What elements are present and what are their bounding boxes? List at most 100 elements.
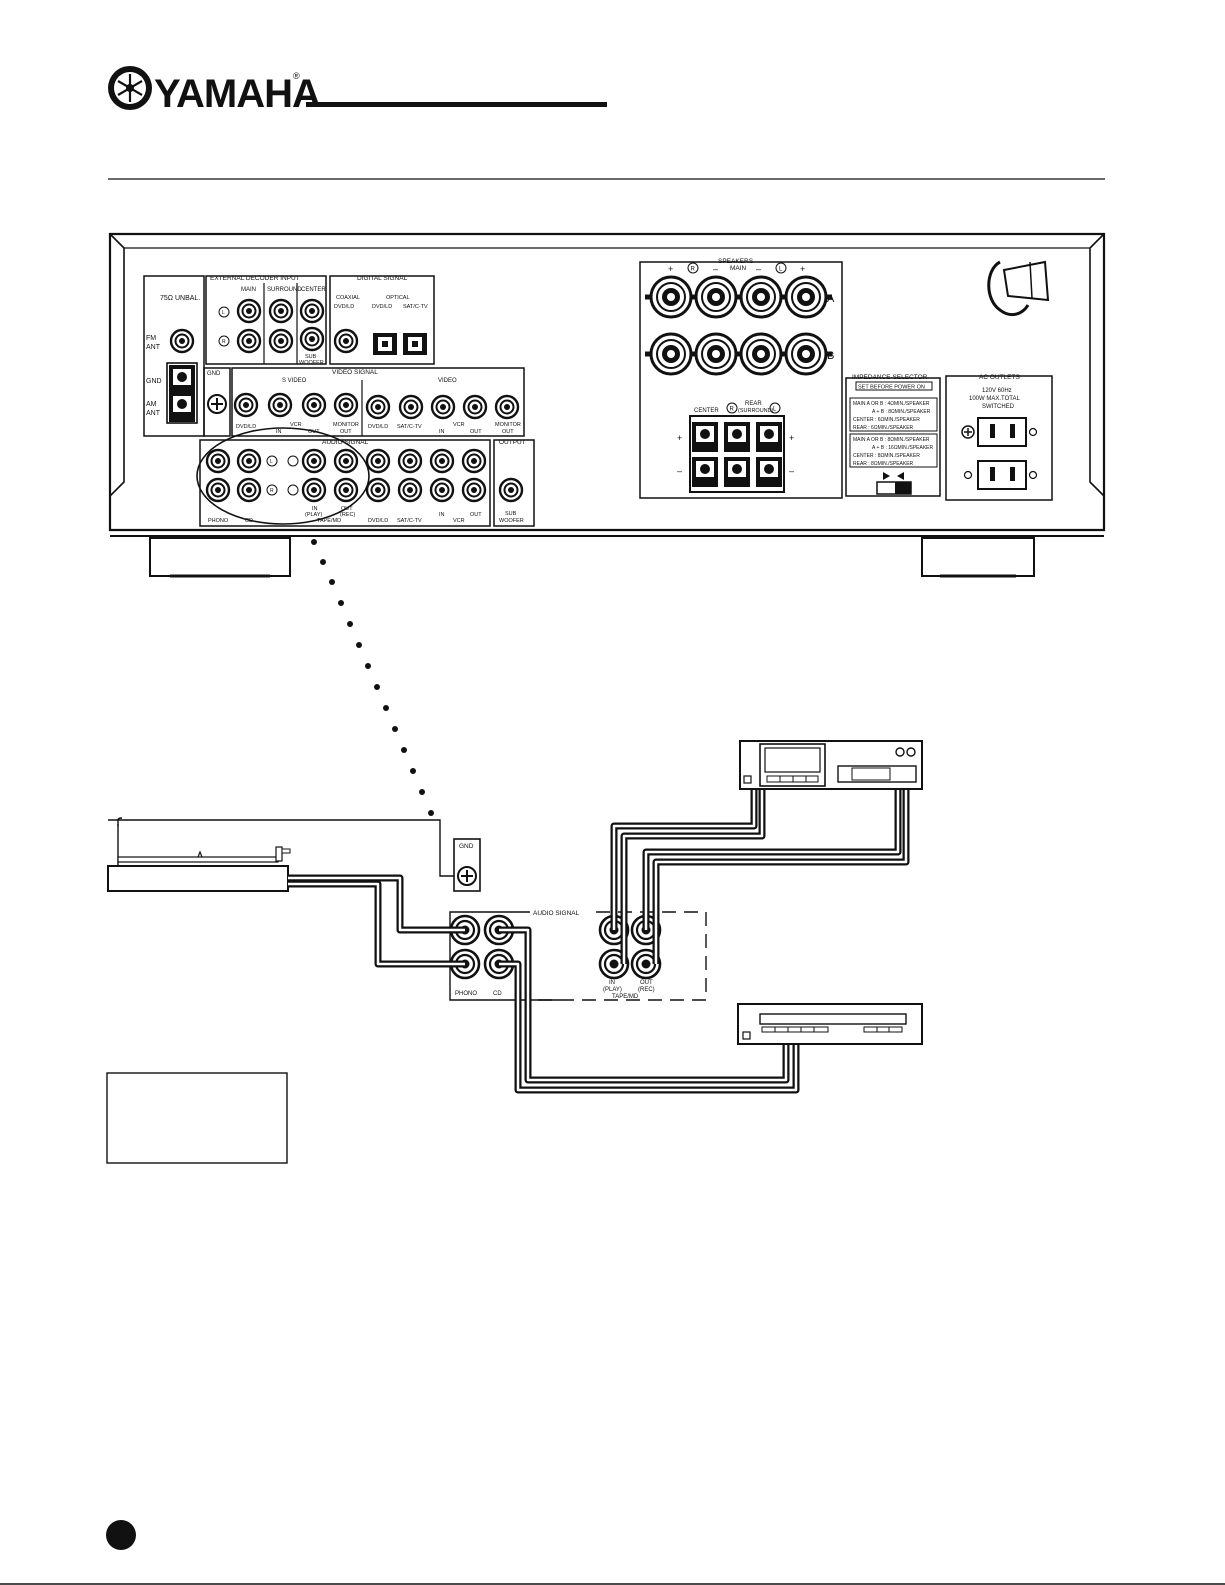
impedance-switch-icon — [876, 472, 912, 495]
conn-cd-label: CD — [493, 991, 502, 997]
v-in-label: IN — [439, 429, 445, 435]
sv-in-label: IN — [276, 429, 282, 435]
dotted-callout-line — [311, 539, 434, 816]
spk-center-label: CENTER — [694, 408, 719, 414]
audio-right-mark: R — [270, 488, 274, 494]
spk-center-minus: – — [677, 466, 682, 476]
output-woofer-label: WOOFER — [499, 518, 524, 524]
v-vcr-label: VCR — [453, 422, 465, 428]
audio-signal-closeup: AUDIO SIGNAL PHONO CD IN (PLAY) OUT (REC… — [449, 906, 707, 1001]
audio-dvd-label: DVD/LD — [368, 518, 388, 524]
conn-out-label: OUT — [640, 980, 653, 986]
conn-play-label: (PLAY) — [603, 987, 622, 993]
tuning-forks-emblem-icon — [108, 66, 152, 110]
speakers-main-label: MAIN — [730, 265, 747, 272]
foot-left — [149, 537, 291, 577]
note-box — [106, 1072, 288, 1164]
video-label: VIDEO — [438, 378, 457, 384]
ext-left-mark: L — [222, 310, 225, 316]
digital-signal-section: DIGITAL SIGNAL COAXIAL DVD/LD OPTICAL DV… — [329, 275, 435, 365]
conn-gnd-label: GND — [459, 843, 474, 850]
sv-vcr-label: VCR — [290, 422, 302, 428]
header-rule — [306, 102, 607, 107]
spk-plus-1: + — [668, 264, 673, 274]
am-ant-label: ANT — [146, 410, 161, 417]
ac-spec-2: 100W MAX.TOTAL — [969, 396, 1020, 402]
audio-phono-label: PHONO — [208, 518, 229, 524]
cd-cable — [499, 926, 800, 1094]
gnd-terminal: GND — [453, 838, 481, 892]
ac-spec-3: SWITCHED — [982, 404, 1015, 410]
v-monitor-out-label: OUT — [502, 429, 514, 435]
spk-rear-left-mark: L — [773, 407, 777, 413]
optical-jack-icon — [403, 333, 427, 355]
phono-cable — [288, 874, 465, 968]
spk-rear-plus: + — [789, 433, 794, 443]
ac-outlets: AC OUTLETS 120V 60Hz 100W MAX.TOTAL SWIT… — [945, 374, 1053, 501]
conn-audio-signal-title: AUDIO SIGNAL — [533, 910, 580, 917]
audio-sat-label: SAT/C-TV — [397, 518, 422, 524]
spk-rear-minus: – — [789, 466, 794, 476]
spk-minus-2: – — [756, 264, 761, 274]
spk-minus-1: – — [713, 264, 718, 274]
impedance-title: IMPEDANCE SELECTOR — [852, 374, 928, 381]
fm-ant-label: ANT — [146, 344, 161, 351]
audio-in-label: IN — [312, 506, 318, 512]
audio-rec-label: (REC) — [340, 512, 355, 518]
speakers-row-b: B — [827, 350, 834, 362]
audio-vcr-label: VCR — [453, 518, 465, 524]
optical-dvd-label: DVD/LD — [372, 304, 392, 310]
audio-tape-label: TAPE/MD — [317, 518, 341, 524]
turntable-icon — [107, 817, 458, 892]
power-cord-icon — [987, 260, 1050, 317]
gnd-label: GND — [146, 378, 162, 385]
speakers-row-a: A — [827, 293, 835, 305]
optical-label: OPTICAL — [386, 295, 410, 301]
ac-spec-1: 120V 60Hz — [982, 388, 1012, 394]
imp-row1a: MAIN A OR B : 4ΩMIN./SPEAKER — [853, 401, 930, 407]
imp-row2d: REAR : 8ΩMIN./SPEAKER — [853, 461, 914, 467]
video-gnd-label: GND — [207, 371, 221, 377]
antenna-terminals: 75Ω UNBAL. FM ANT GND AM ANT — [143, 275, 205, 437]
page-marker-dot — [106, 1520, 136, 1550]
audio-vcr-in-label: IN — [439, 512, 445, 518]
ext-woofer-label: WOOFER — [299, 360, 324, 366]
imp-row2c: CENTER : 8ΩMIN./SPEAKER — [853, 453, 920, 459]
impedance-selector: IMPEDANCE SELECTOR SET BEFORE POWER ON M… — [845, 374, 941, 497]
registered-mark: ® — [293, 71, 300, 81]
sv-monitor-label: MONITOR — [333, 422, 359, 428]
impedance-note: SET BEFORE POWER ON — [858, 385, 925, 391]
coaxial-label: COAXIAL — [336, 295, 360, 301]
output-section: OUTPUT SUB WOOFER — [493, 439, 535, 527]
coaxial-dvd-label: DVD/LD — [334, 304, 354, 310]
sv-monitor-out-label: OUT — [340, 429, 352, 435]
output-sub-label: SUB — [505, 511, 517, 517]
audio-signal-section: AUDIO SIGNAL L R PHONO CD IN — [196, 427, 491, 527]
foot-right — [921, 537, 1035, 577]
speakers-section: SPEAKERS MAIN + R – – L + A B CENTER R R… — [639, 258, 843, 499]
cassette-deck-icon — [739, 740, 923, 790]
audio-out-label: OUT — [341, 506, 353, 512]
ext-surround-label: SURROUND — [267, 287, 302, 293]
cd-player-icon — [737, 1003, 923, 1045]
imp-row1b: A + B : 8ΩMIN./SPEAKER — [872, 409, 931, 415]
receiver-rear-panel: 75Ω UNBAL. FM ANT GND AM ANT EXTERNAL DE… — [108, 232, 1106, 578]
conn-rec-label: (REC) — [638, 987, 655, 993]
fm-label: FM — [146, 335, 156, 342]
spk-rear-right-mark: R — [730, 407, 735, 413]
external-decoder-input: EXTERNAL DECODER INPUT MAIN SURROUND CEN… — [205, 275, 327, 366]
video-signal-title: VIDEO SIGNAL — [332, 369, 378, 376]
spk-center-plus: + — [677, 433, 682, 443]
ac-outlets-title: AC OUTLETS — [979, 374, 1020, 381]
v-dvd-label: DVD/LD — [368, 424, 388, 430]
v-sat-label: SAT/C-TV — [397, 424, 422, 430]
v-monitor-label: MONITOR — [495, 422, 521, 428]
conn-tape-label: TAPE/MD — [612, 994, 639, 1000]
v-out-label: OUT — [470, 429, 482, 435]
imp-row2b: A + B : 16ΩMIN./SPEAKER — [872, 445, 934, 451]
ext-decoder-title: EXTERNAL DECODER INPUT — [210, 275, 300, 282]
ext-main-label: MAIN — [241, 287, 256, 293]
video-signal-section: GND VIDEO SIGNAL S VIDEO VIDEO DVD/LD IN… — [203, 367, 525, 437]
brand-name: YAMAHA — [154, 72, 320, 116]
